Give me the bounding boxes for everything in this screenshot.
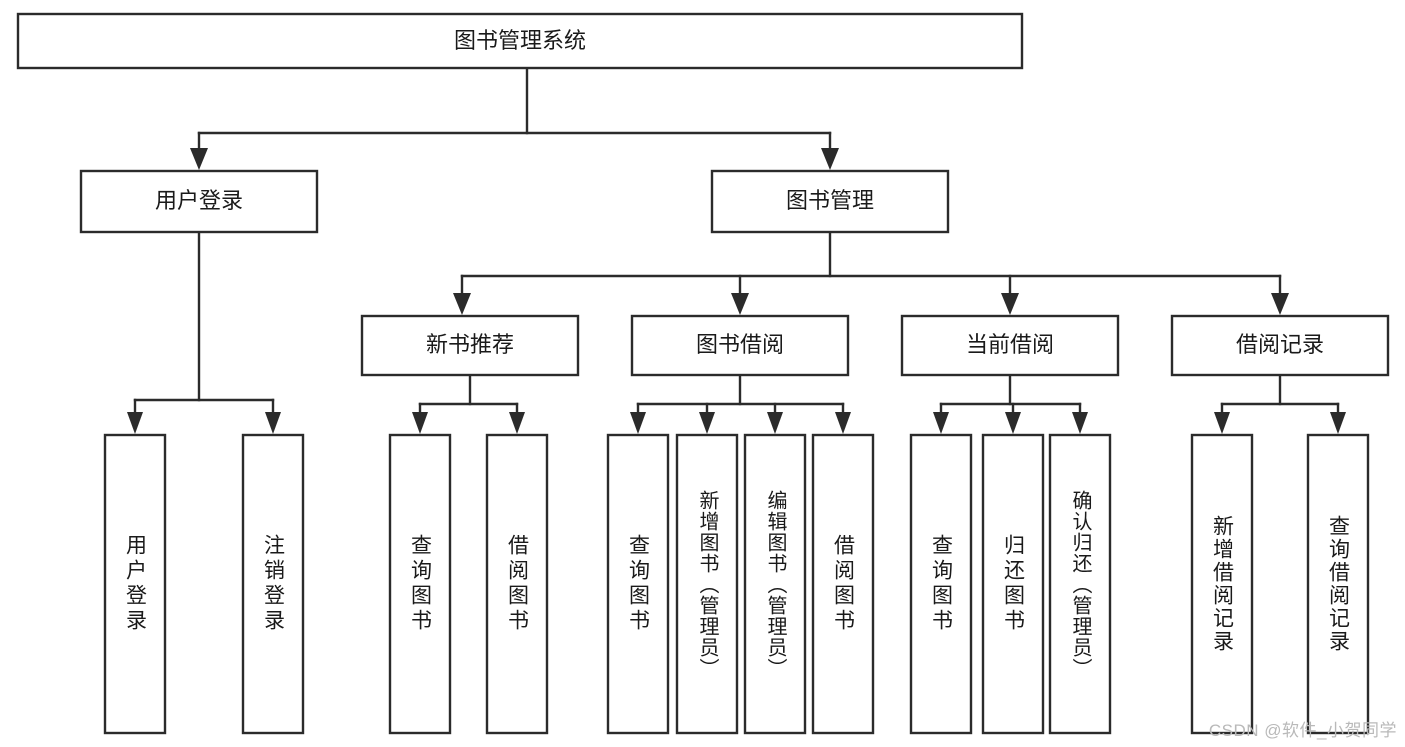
- leaf-box-add-book-admin[interactable]: [675, 433, 739, 735]
- arrow-to-user-login: [190, 148, 208, 170]
- node-new-book-recommend-label: 新书推荐: [426, 332, 514, 357]
- node-user-login-box[interactable]: [79, 169, 319, 234]
- arrow-current-leaf-1: [933, 412, 949, 434]
- leaf-box-logout[interactable]: [241, 433, 305, 735]
- node-new-book-recommend[interactable]: 新书推荐: [360, 314, 580, 377]
- leaf-box-query-book-newbook[interactable]: [388, 433, 452, 735]
- node-new-book-recommend-box[interactable]: [360, 314, 580, 377]
- arrow-to-record: [1271, 293, 1289, 315]
- arrow-borrow-leaf-1: [630, 412, 646, 434]
- arrow-current-leaf-3: [1072, 412, 1088, 434]
- leaf-box-borrow-book[interactable]: [811, 433, 875, 735]
- leaf-box-query-book-current[interactable]: [909, 433, 973, 735]
- leaf-box-add-borrow-record[interactable]: [1190, 433, 1254, 735]
- leaf-box-query-borrow-record[interactable]: [1306, 433, 1370, 735]
- arrow-borrow-leaf-3: [767, 412, 783, 434]
- arrow-leaf-logout: [265, 412, 281, 434]
- arrow-newbook-leaf-2: [509, 412, 525, 434]
- node-book-borrow[interactable]: 图书借阅: [630, 314, 850, 377]
- arrow-newbook-leaf-1: [412, 412, 428, 434]
- leaf-box-confirm-return-admin[interactable]: [1048, 433, 1112, 735]
- arrow-to-borrow: [731, 293, 749, 315]
- node-current-borrow-box[interactable]: [900, 314, 1120, 377]
- leaf-box-layer: [103, 433, 1370, 735]
- arrow-current-leaf-2: [1005, 412, 1021, 434]
- arrow-borrow-leaf-4: [835, 412, 851, 434]
- node-user-login-label: 用户登录: [155, 188, 243, 213]
- node-book-borrow-box[interactable]: [630, 314, 850, 377]
- watermark-text: CSDN @软件_小贺同学: [1208, 721, 1397, 740]
- connector-layer: [127, 66, 1346, 434]
- arrow-to-current: [1001, 293, 1019, 315]
- node-root[interactable]: 图书管理系统: [16, 12, 1024, 70]
- leaf-box-return-book[interactable]: [981, 433, 1045, 735]
- node-book-borrow-label: 图书借阅: [696, 332, 784, 357]
- node-book-management-box[interactable]: [710, 169, 950, 234]
- node-root-box[interactable]: [16, 12, 1024, 70]
- node-root-label: 图书管理系统: [454, 28, 586, 53]
- arrow-to-newbook: [453, 293, 471, 315]
- node-book-management-label: 图书管理: [786, 188, 874, 213]
- leaf-box-user-login[interactable]: [103, 433, 167, 735]
- arrow-borrow-leaf-2: [699, 412, 715, 434]
- arrow-record-leaf-2: [1330, 412, 1346, 434]
- arrow-record-leaf-1: [1214, 412, 1230, 434]
- arrow-to-book-mgmt: [821, 148, 839, 170]
- node-current-borrow-label: 当前借阅: [966, 332, 1054, 357]
- node-borrow-record-box[interactable]: [1170, 314, 1390, 377]
- node-borrow-record-label: 借阅记录: [1236, 332, 1324, 357]
- arrow-leaf-user-login: [127, 412, 143, 434]
- node-user-login[interactable]: 用户登录: [79, 169, 319, 234]
- node-current-borrow[interactable]: 当前借阅: [900, 314, 1120, 377]
- node-book-management[interactable]: 图书管理: [710, 169, 950, 234]
- node-borrow-record[interactable]: 借阅记录: [1170, 314, 1390, 377]
- leaf-box-edit-book-admin[interactable]: [743, 433, 807, 735]
- leaf-box-borrow-book-newbook[interactable]: [485, 433, 549, 735]
- leaf-box-query-book-borrow[interactable]: [606, 433, 670, 735]
